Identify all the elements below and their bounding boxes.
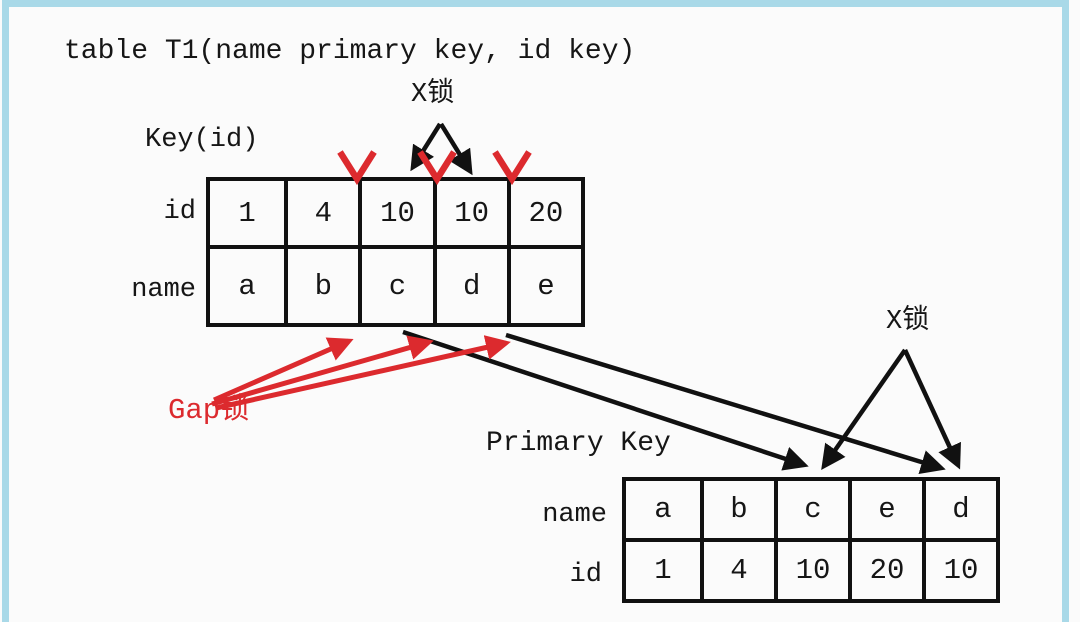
primary-key-id-cell: 10 [922,538,996,599]
primary-key-name-cell: c [774,481,848,538]
key-index-name-cell: c [358,245,433,323]
x-lock-arrow-primary-d [902,349,961,470]
key-index-name-cell: d [432,245,507,323]
x-lock-arrow-key-c [410,122,442,172]
x-lock-arrow-key-d [439,122,473,176]
x-lock-arrow-primary-c [821,348,907,471]
key-index-name-cell: b [284,245,359,323]
key-index-id-cell: 20 [506,181,581,245]
primary-key-row-header-name: name [542,500,607,530]
key-index-name-cell: a [210,245,285,323]
key-index-name-cell: e [506,245,581,323]
primary-key-name-cell: d [922,481,996,538]
primary-key-row-header-id: id [569,560,602,590]
primary-key-name-cell: a [654,493,672,526]
gap-marker-icon [417,150,457,186]
key-index-label: Key(id) [145,125,259,155]
primary-key-name-cell: b [700,481,774,538]
primary-key-id-cell: 20 [848,538,922,599]
key-index-table: 1 4 10 10 20 a b c d e [206,177,585,327]
diagram-title: table T1(name primary key, id key) [64,36,636,67]
key-index-id-cell: 1 [238,196,256,230]
key-index-id-cell: 10 [432,181,507,245]
gap-marker-icon [492,150,532,186]
gap-marker-icon [337,150,377,186]
gap-lock-label: Gap锁 [168,394,250,427]
gap-lock-line [212,337,354,403]
key-index-row-header-id: id [163,197,196,227]
x-lock-label-key-index: X锁 [411,80,455,110]
primary-key-id-cell: 1 [626,538,700,599]
primary-key-label: Primary Key [486,428,671,459]
key-index-id-cell: 10 [358,181,432,245]
primary-key-id-cell: 10 [774,538,848,599]
gap-lock-line [215,335,511,411]
x-lock-label-primary-key: X锁 [886,307,930,337]
primary-key-table: a b c e d 1 4 10 20 10 [622,477,1000,603]
primary-key-name-cell: e [848,481,922,538]
key-index-id-cell: 4 [284,181,358,245]
key-index-row-header-name: name [131,275,196,305]
primary-key-id-cell: 4 [700,538,774,599]
